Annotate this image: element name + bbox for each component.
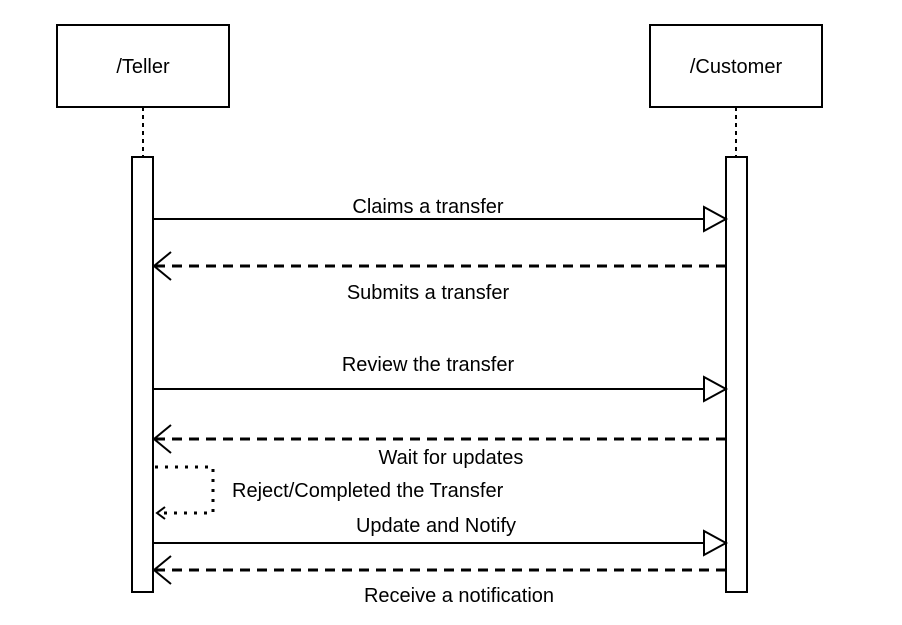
open-arrowhead-icon — [152, 424, 172, 454]
open-arrowhead-icon — [152, 251, 172, 281]
participant-customer-label: /Customer — [690, 56, 783, 78]
message-claims-transfer: Claims a transfer — [153, 196, 729, 233]
open-arrowhead-icon — [155, 506, 166, 520]
message-receive-notification: Receive a notification — [152, 555, 726, 607]
message-label: Update and Notify — [356, 515, 516, 537]
message-reject-completed: Reject/Completed the Transfer — [155, 465, 504, 520]
open-arrowhead-icon — [152, 555, 172, 585]
open-triangle-arrowhead-icon — [703, 205, 729, 233]
participant-teller-label: /Teller — [116, 56, 170, 78]
message-label: Claims a transfer — [352, 196, 503, 218]
message-review-transfer: Review the transfer — [153, 354, 729, 403]
self-message-line — [155, 465, 215, 515]
message-label: Reject/Completed the Transfer — [232, 480, 504, 502]
message-label: Receive a notification — [364, 585, 554, 607]
participant-customer-box — [649, 24, 823, 108]
customer-activation-bar — [725, 156, 748, 593]
message-label: Submits a transfer — [347, 282, 510, 304]
participant-teller-box — [56, 24, 230, 108]
message-label: Wait for updates — [379, 447, 524, 469]
message-submits-transfer: Submits a transfer — [152, 251, 726, 304]
message-wait-for-updates: Wait for updates — [152, 424, 726, 469]
message-label: Review the transfer — [342, 354, 515, 376]
message-update-notify: Update and Notify — [153, 515, 729, 557]
open-triangle-arrowhead-icon — [703, 529, 729, 557]
participant-customer: /Customer — [649, 24, 823, 108]
open-triangle-arrowhead-icon — [703, 375, 729, 403]
participant-teller: /Teller — [56, 24, 230, 108]
teller-activation-bar — [131, 156, 154, 593]
